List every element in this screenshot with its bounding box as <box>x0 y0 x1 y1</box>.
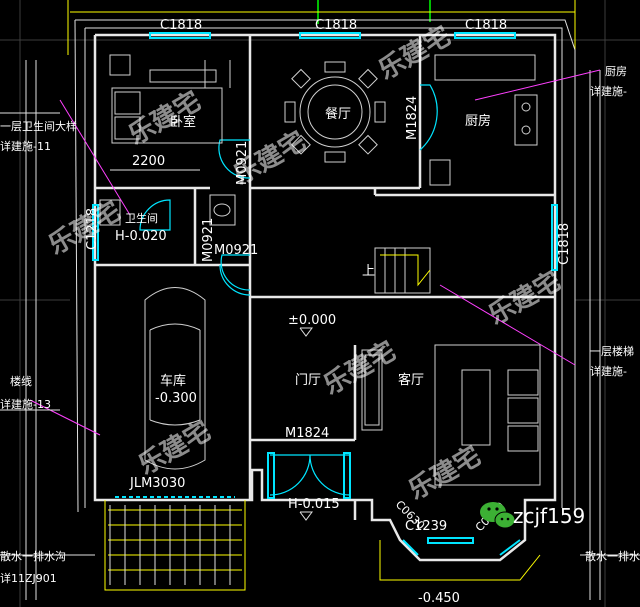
note-left-2-line2: 详建施-13 <box>0 397 51 411</box>
note-left-2-line1: 楼线 <box>10 374 32 388</box>
window-label-top-left: C1818 <box>160 18 202 33</box>
level-floor: ±0.000 <box>288 313 336 328</box>
dim-bedroom-width: 2200 <box>132 154 165 169</box>
windows <box>92 32 558 556</box>
social-handle: zcjf159 <box>480 502 585 529</box>
dimension-labels: 2200 上 <box>110 154 375 279</box>
room-label-bedroom: 卧室 <box>170 114 196 130</box>
note-right-2-line1: 一层楼梯 <box>590 344 634 358</box>
level-garage: -0.300 <box>155 391 197 406</box>
kitchen-furniture <box>429 54 538 186</box>
room-label-living: 客厅 <box>398 372 424 388</box>
door-swing-bath-a <box>139 199 171 231</box>
door-label-bath-b: M0921 <box>214 243 258 258</box>
level-entrance: H-0.015 <box>288 497 340 512</box>
handle-text: zcjf159 <box>513 504 585 528</box>
note-right-1-line1: 厨房 <box>605 65 627 78</box>
note-left-3: 散水一排水沟 <box>0 549 66 563</box>
note-left-1-line2: 详建施-11 <box>0 139 51 153</box>
dining-furniture <box>284 61 386 163</box>
room-label-kitchen: 厨房 <box>465 113 491 129</box>
wechat-icon <box>480 502 516 529</box>
room-label-dining: 餐厅 <box>325 106 351 122</box>
window-label-top-mid: C1818 <box>315 18 357 33</box>
living-furniture <box>361 344 541 486</box>
garage-car <box>144 287 206 470</box>
annotation-notes: 一层卫生间大样 详建施-11 楼线 详建施-13 散水一排水沟 详11ZJ901… <box>0 65 640 585</box>
door-frame-main <box>267 452 275 499</box>
level-outside: -0.450 <box>418 591 460 606</box>
door-label-garage: JLM3030 <box>129 476 185 491</box>
window-top-left <box>149 32 211 39</box>
room-labels: 卧室 餐厅 厨房 卫生间 车库 门厅 客厅 <box>125 106 491 389</box>
doors <box>139 84 438 499</box>
window-label-left: C1218 <box>85 208 100 250</box>
entrance-steps <box>104 500 541 591</box>
building-outline <box>74 19 576 562</box>
bathroom-furniture <box>99 194 236 226</box>
stairs-up-label: 上 <box>362 264 375 279</box>
door-label-dining: M0921 <box>235 141 250 185</box>
bedroom-furniture <box>109 54 231 144</box>
watermark-8: 乐建宅 <box>403 440 486 506</box>
leader-lines <box>0 69 640 556</box>
window-label-bay-mid: C1239 <box>405 519 447 534</box>
watermark-5: 乐建宅 <box>483 265 566 331</box>
note-right-3: 散水一排水 <box>585 549 640 563</box>
door-label-bath-a: M0921 <box>201 218 216 262</box>
door-label-main: M1824 <box>285 426 329 441</box>
room-label-garage: 车库 <box>160 373 186 389</box>
watermark-6: 乐建宅 <box>318 335 401 401</box>
note-right-2-line2: 详建施- <box>590 364 627 378</box>
window-left <box>92 204 99 261</box>
stairs <box>374 247 431 294</box>
interior-walls <box>95 35 555 520</box>
watermark-1: 乐建宅 <box>123 85 206 151</box>
note-right-1-line2: 详建施- <box>590 84 627 98</box>
level-labels: H-0.020 ±0.000 -0.300 H-0.015 -0.450 <box>115 229 460 606</box>
window-label-right: C1818 <box>557 223 572 265</box>
window-label-top-right: C1818 <box>465 18 507 33</box>
door-swing-bath-b <box>220 254 251 291</box>
window-bay-mid <box>427 537 474 544</box>
note-left-1-line1: 一层卫生间大样 <box>0 119 77 133</box>
window-right <box>551 204 558 271</box>
window-top-mid <box>299 32 361 39</box>
watermark-3: 乐建宅 <box>373 20 456 86</box>
level-bathroom: H-0.020 <box>115 229 167 244</box>
door-label-kitchen: M1824 <box>405 96 420 140</box>
door-swing-kitchen <box>419 84 438 151</box>
room-label-bathroom: 卫生间 <box>125 211 158 225</box>
window-top-right <box>454 32 516 39</box>
note-left-4: 详11ZJ901 <box>0 571 57 585</box>
door-labels: M0921 M1824 M0921 M0921 M1824 JLM3030 <box>129 96 420 491</box>
watermark-2: 乐建宅 <box>228 125 311 191</box>
door-swing-main <box>269 454 351 496</box>
door-swing-garage <box>219 264 251 296</box>
room-label-hall: 门厅 <box>295 373 321 388</box>
